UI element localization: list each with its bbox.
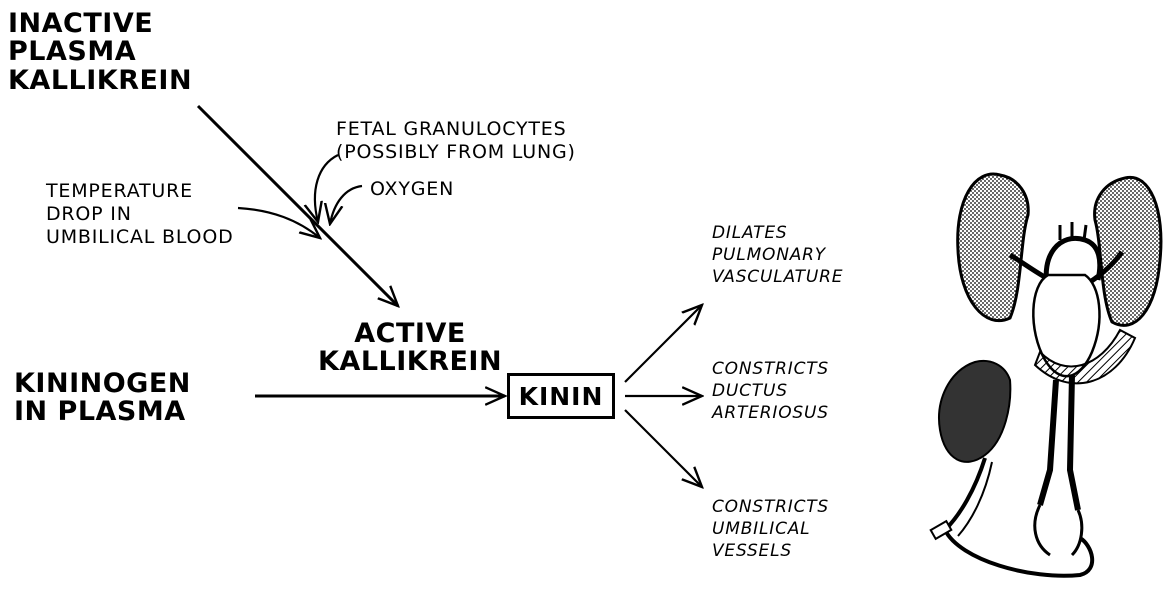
left-lung-shape	[958, 174, 1029, 321]
inactive-kallikrein-label: INACTIVE PLASMA KALLIKREIN	[8, 10, 192, 95]
effect-constricts-ductus: CONSTRICTS DUCTUS ARTERIOSUS	[712, 358, 829, 424]
kininogen-label: KININOGEN IN PLASMA	[14, 370, 191, 427]
right-lung-shape	[1095, 177, 1161, 325]
arrow-oxygen	[330, 186, 362, 224]
arrow-temperature-drop	[238, 208, 320, 238]
arrow-to-constricts-umbilical	[625, 410, 702, 487]
effect-constricts-umbilical: CONSTRICTS UMBILICAL VESSELS	[712, 496, 829, 562]
arrow-to-dilates-pulmonary	[625, 305, 702, 382]
fetal-circulation-illustration	[931, 174, 1161, 576]
fetal-granulocytes-label: FETAL GRANULOCYTES (POSSIBLY FROM LUNG)	[336, 118, 576, 164]
liver-shape	[939, 361, 1010, 462]
active-kallikrein-label: ACTIVE KALLIKREIN	[318, 320, 502, 377]
arrow-fetal-granulocytes	[315, 155, 338, 222]
effect-dilates-pulmonary: DILATES PULMONARY VASCULATURE	[712, 222, 843, 288]
temperature-drop-label: TEMPERATURE DROP IN UMBILICAL BLOOD	[46, 180, 234, 248]
oxygen-label: OXYGEN	[370, 178, 454, 201]
kinin-box: KININ	[507, 373, 615, 419]
kinin-label: KININ	[519, 382, 604, 411]
